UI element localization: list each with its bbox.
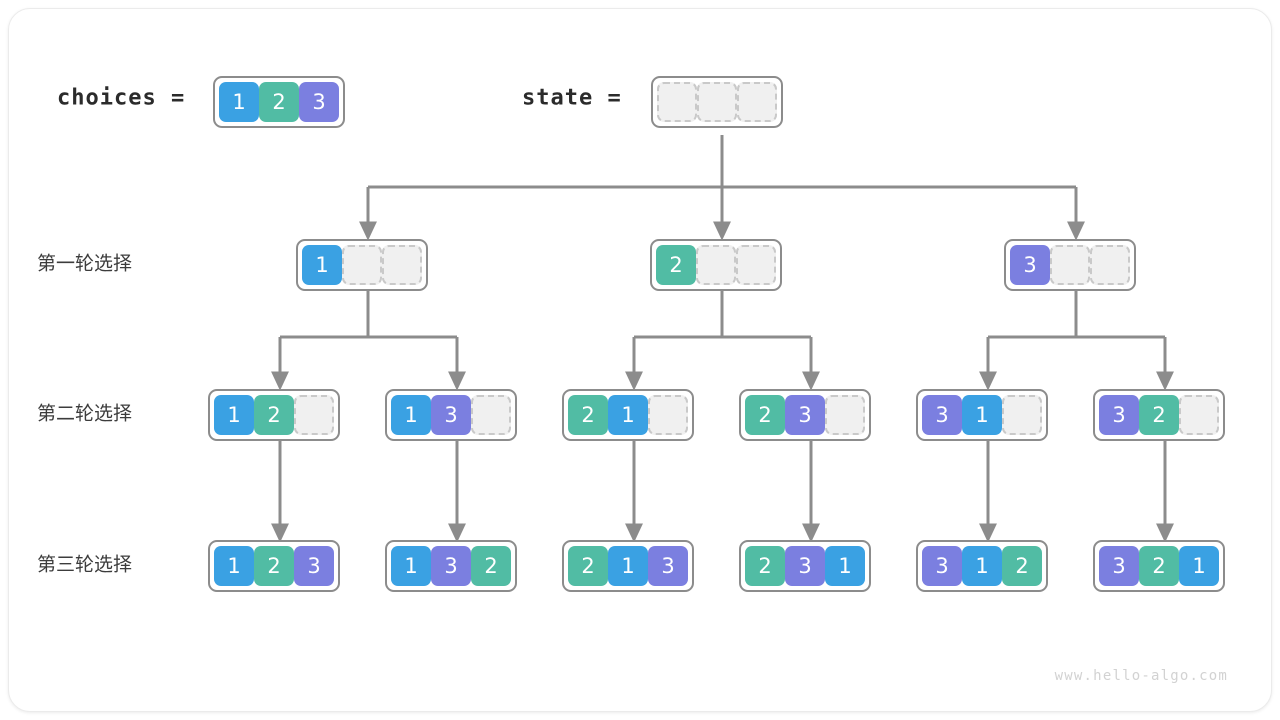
choices-label: choices = bbox=[57, 85, 186, 111]
round3-array-3-cell-1: 2 bbox=[568, 546, 608, 586]
round3-array-6-cell-3: 1 bbox=[1179, 546, 1219, 586]
round2-array-5-cell-2: 1 bbox=[962, 395, 1002, 435]
round2-array-6-cell-3 bbox=[1179, 395, 1219, 435]
round2-array-5-cell-1: 3 bbox=[922, 395, 962, 435]
round2-array-4-cell-3 bbox=[825, 395, 865, 435]
round2-array-3-cell-1: 2 bbox=[568, 395, 608, 435]
round2-array-2-cell-3 bbox=[471, 395, 511, 435]
round3-array-1-cell-3: 3 bbox=[294, 546, 334, 586]
round3-array-5-cell-1: 3 bbox=[922, 546, 962, 586]
state-label: state = bbox=[522, 85, 622, 111]
round3-array-5-cell-3: 2 bbox=[1002, 546, 1042, 586]
round2-array-3-cell-2: 1 bbox=[608, 395, 648, 435]
round1-array-2: 2 bbox=[650, 239, 782, 291]
round2-array-5-cell-3 bbox=[1002, 395, 1042, 435]
round3-array-6-cell-2: 2 bbox=[1139, 546, 1179, 586]
round3-array-2-cell-1: 1 bbox=[391, 546, 431, 586]
round3-array-3-cell-3: 3 bbox=[648, 546, 688, 586]
round2-array-6-cell-2: 2 bbox=[1139, 395, 1179, 435]
round1-array-2-cell-3 bbox=[736, 245, 776, 285]
choices-cell-2: 2 bbox=[259, 82, 299, 122]
round3-array-3-cell-2: 1 bbox=[608, 546, 648, 586]
choices-cell-1: 1 bbox=[219, 82, 259, 122]
round3-array-6-cell-1: 3 bbox=[1099, 546, 1139, 586]
round2-array-3-cell-3 bbox=[648, 395, 688, 435]
row-label-round-1: 第一轮选择 bbox=[37, 252, 133, 275]
choices-cell-3: 3 bbox=[299, 82, 339, 122]
round1-array-3-cell-2 bbox=[1050, 245, 1090, 285]
round1-array-1-cell-3 bbox=[382, 245, 422, 285]
round1-array-3-cell-3 bbox=[1090, 245, 1130, 285]
round2-array-6-cell-1: 3 bbox=[1099, 395, 1139, 435]
round2-array-1-cell-1: 1 bbox=[214, 395, 254, 435]
round1-array-1-cell-2 bbox=[342, 245, 382, 285]
state-array bbox=[651, 76, 783, 128]
state-cell-1 bbox=[657, 82, 697, 122]
round3-array-1-cell-1: 1 bbox=[214, 546, 254, 586]
round3-array-4-cell-3: 1 bbox=[825, 546, 865, 586]
round3-array-2-cell-2: 3 bbox=[431, 546, 471, 586]
round3-array-5-cell-2: 1 bbox=[962, 546, 1002, 586]
round2-array-1-cell-3 bbox=[294, 395, 334, 435]
round1-array-2-cell-2 bbox=[696, 245, 736, 285]
round3-array-4-cell-2: 3 bbox=[785, 546, 825, 586]
round2-array-4-cell-2: 3 bbox=[785, 395, 825, 435]
row-label-round-2: 第二轮选择 bbox=[37, 402, 133, 425]
round2-array-1-cell-2: 2 bbox=[254, 395, 294, 435]
round3-array-1-cell-2: 2 bbox=[254, 546, 294, 586]
row-label-round-3: 第三轮选择 bbox=[37, 553, 133, 576]
round2-array-4-cell-1: 2 bbox=[745, 395, 785, 435]
state-cell-3 bbox=[737, 82, 777, 122]
round1-array-1-cell-1: 1 bbox=[302, 245, 342, 285]
round3-array-2-cell-3: 2 bbox=[471, 546, 511, 586]
round1-array-2-cell-1: 2 bbox=[656, 245, 696, 285]
state-cell-2 bbox=[697, 82, 737, 122]
round1-array-3-cell-1: 3 bbox=[1010, 245, 1050, 285]
round2-array-2-cell-2: 3 bbox=[431, 395, 471, 435]
watermark: www.hello-algo.com bbox=[1054, 668, 1228, 684]
round1-array-1: 1 bbox=[296, 239, 428, 291]
round1-array-3: 3 bbox=[1004, 239, 1136, 291]
round2-array-2-cell-1: 1 bbox=[391, 395, 431, 435]
round3-array-4-cell-1: 2 bbox=[745, 546, 785, 586]
